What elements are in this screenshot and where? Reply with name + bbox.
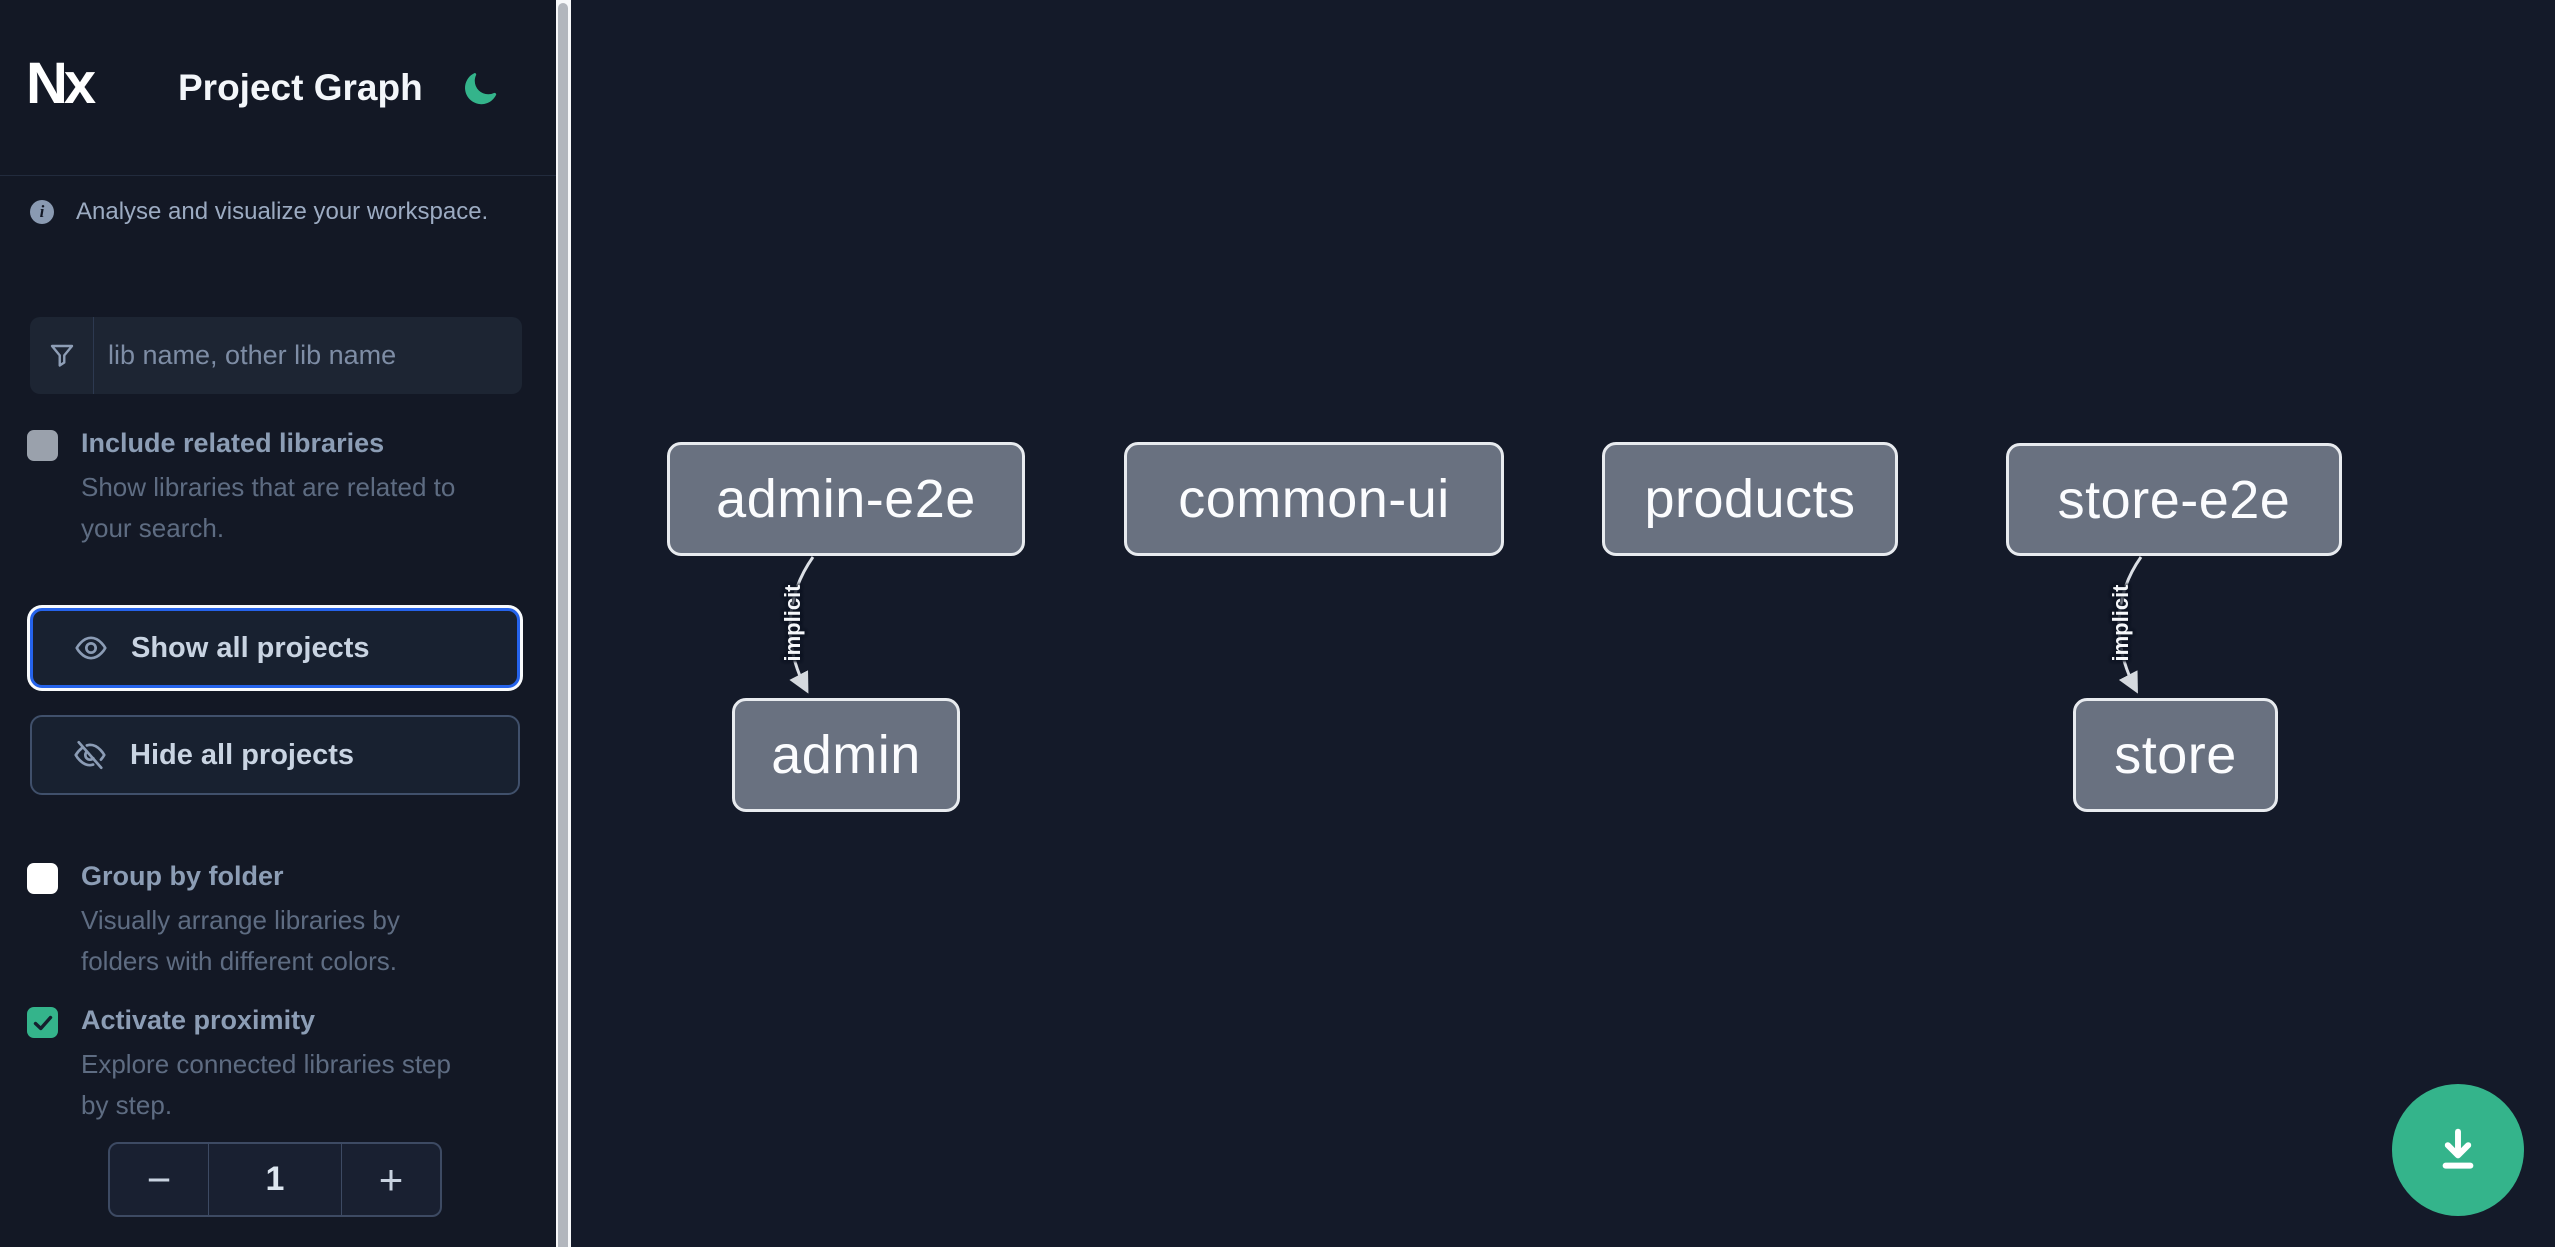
edge-label: implicit [780, 584, 805, 662]
search-input[interactable] [94, 317, 522, 394]
hide-all-projects-label: Hide all projects [130, 738, 355, 771]
graph-node-store-e2e[interactable]: store-e2e [2006, 443, 2342, 556]
download-icon [2430, 1122, 2486, 1178]
toggle-label: Group by folder [81, 861, 284, 891]
toggle-activate-proximity: Activate proximity Explore connected lib… [27, 1005, 527, 1126]
sidebar: Nx Project Graph i Analyse and visualize… [0, 0, 556, 1247]
info-icon: i [30, 200, 54, 224]
theme-toggle-button[interactable] [458, 64, 506, 112]
filter-icon [30, 317, 94, 394]
increment-button[interactable]: + [342, 1144, 440, 1215]
decrement-button[interactable]: − [110, 1144, 208, 1215]
scrollbar-thumb[interactable] [558, 3, 568, 1247]
include-related-checkbox[interactable] [27, 430, 58, 461]
graph-node-store[interactable]: store [2073, 698, 2278, 812]
proximity-depth-stepper: − 1 + [108, 1142, 442, 1217]
toggle-description: Explore connected libraries step by step… [81, 1049, 451, 1120]
graph-node-products[interactable]: products [1602, 442, 1898, 556]
graph-edge-store-e2e-store [2117, 556, 2143, 694]
graph-node-common-ui[interactable]: common-ui [1124, 442, 1504, 556]
check-icon [31, 1011, 55, 1035]
toggle-description: Visually arrange libraries by folders wi… [81, 905, 400, 976]
toggle-include-related: Include related libraries Show libraries… [27, 428, 527, 549]
tagline-text: Analyse and visualize your workspace. [76, 198, 489, 225]
workspace-tagline: i Analyse and visualize your workspace. [30, 198, 488, 226]
proximity-depth-value[interactable]: 1 [208, 1144, 342, 1215]
toggle-label: Include related libraries [81, 428, 385, 458]
graph-node-admin[interactable]: admin [732, 698, 960, 812]
nx-logo: Nx [26, 51, 96, 116]
show-all-projects-button[interactable]: Show all projects [30, 608, 520, 688]
download-button[interactable] [2392, 1084, 2524, 1216]
sidebar-scrollbar [556, 0, 571, 1247]
moon-icon [458, 67, 506, 109]
hide-all-projects-button[interactable]: Hide all projects [30, 715, 520, 795]
sidebar-header: Nx Project Graph [0, 0, 556, 176]
toggle-label: Activate proximity [81, 1005, 316, 1035]
group-by-folder-checkbox[interactable] [27, 863, 58, 894]
show-all-projects-label: Show all projects [131, 631, 370, 664]
activate-proximity-checkbox[interactable] [27, 1007, 58, 1038]
eye-icon [73, 630, 109, 666]
toggle-group-by-folder: Group by folder Visually arrange librari… [27, 861, 527, 982]
eye-off-icon [72, 737, 108, 773]
toggle-description: Show libraries that are related to your … [81, 472, 456, 543]
page-title: Project Graph [178, 67, 423, 108]
edge-label: implicit [2108, 584, 2133, 662]
graph-node-admin-e2e[interactable]: admin-e2e [667, 442, 1025, 556]
graph-edge-admin-e2e-admin [788, 556, 815, 694]
filter-group [30, 317, 522, 394]
